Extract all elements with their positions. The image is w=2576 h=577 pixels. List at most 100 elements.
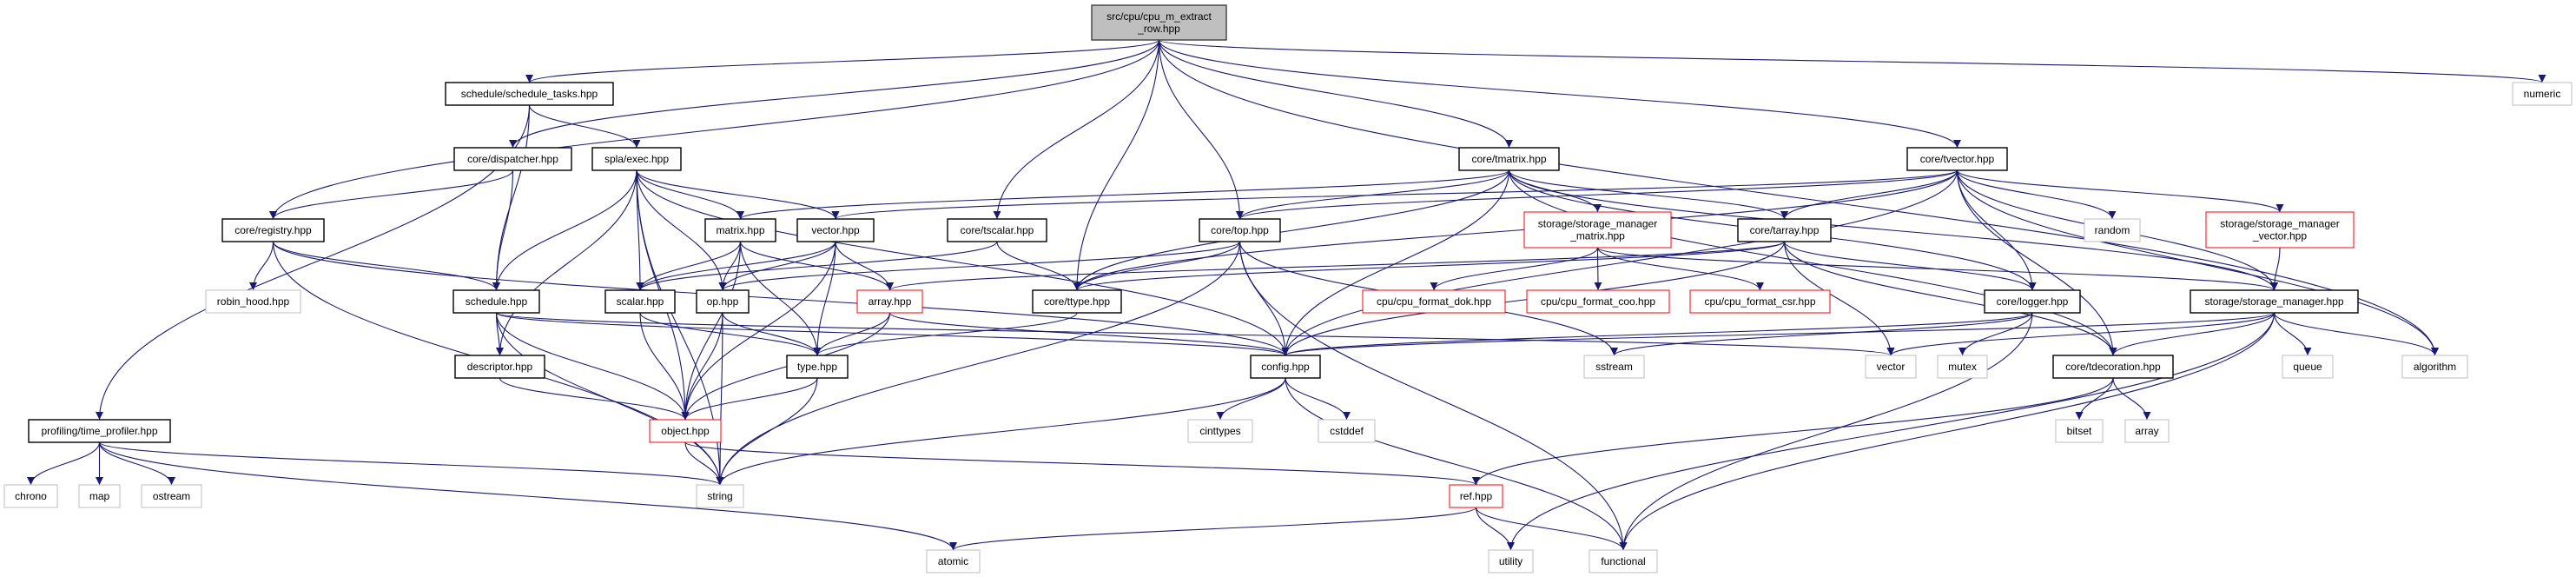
node-matrix[interactable]: matrix.hpp (704, 218, 776, 242)
node-label: cinttypes (1199, 425, 1240, 437)
node-label: utility (1499, 555, 1522, 567)
edge-tvector-to-ttype (1073, 169, 1958, 291)
node-logger[interactable]: core/logger.hpp (1984, 289, 2081, 314)
node-box (2052, 355, 2174, 379)
node-smv[interactable]: storage/storage_manager_vector.hpp (2205, 211, 2355, 249)
edge-top-to-string (716, 241, 1241, 486)
node-label: robin_hood.hpp (217, 295, 290, 308)
edge-tvector-to-top (1236, 169, 1958, 220)
node-tmatrix[interactable]: core/tmatrix.hpp (1458, 147, 1560, 171)
edge-tarray-to-tdec (1783, 241, 2117, 356)
node-tarray[interactable]: core/tarray.hpp (1737, 218, 1832, 242)
node-cstddef: cstddef (1318, 419, 1376, 443)
node-sm[interactable]: storage/storage_manager.hpp (2190, 289, 2359, 314)
node-tvector[interactable]: core/tvector.hpp (1906, 147, 2008, 171)
edge-object-to-ref (684, 441, 1480, 486)
edge-ttype-to-type (813, 312, 1078, 356)
node-label: core/dispatcher.hpp (467, 153, 558, 165)
node-label: schedule/schedule_tasks.hpp (461, 88, 598, 100)
node-scalar[interactable]: scalar.hpp (604, 289, 676, 314)
node-label: core/registry.hpp (234, 224, 312, 236)
edge-tvector-to-smv (1956, 169, 2284, 213)
node-label: map (89, 490, 110, 502)
node-box (452, 289, 540, 314)
edge-root-to-numeric (1158, 39, 2546, 83)
node-label: _matrix.hpp (1569, 230, 1625, 242)
node-box (2282, 355, 2334, 379)
edge-exec-to-matrix (636, 169, 744, 220)
node-config[interactable]: config.hpp (1250, 355, 1321, 379)
node-box (28, 419, 171, 443)
node-label: core/logger.hpp (1997, 295, 2069, 308)
node-box (1199, 218, 1281, 242)
edge-config-to-functional (1285, 377, 1628, 551)
node-top[interactable]: core/top.hpp (1199, 218, 1281, 242)
node-box (1937, 355, 1988, 379)
node-box (1984, 289, 2081, 314)
node-label: core/tarray.hpp (1750, 224, 1820, 236)
node-array[interactable]: array.hpp (856, 289, 923, 314)
node-label: numeric (2524, 88, 2561, 100)
node-sched[interactable]: schedule.hpp (452, 289, 540, 314)
edge-config-to-cstddef (1285, 377, 1351, 421)
node-disp[interactable]: core/dispatcher.hpp (453, 147, 572, 171)
edge-top-to-op (718, 241, 1241, 291)
node-box (1488, 549, 1534, 574)
node-label: ref.hpp (1460, 490, 1493, 502)
node-desc[interactable]: descriptor.hpp (454, 355, 545, 379)
node-label: cpu/cpu_format_coo.hpp (1541, 295, 1655, 308)
edge-tvector-to-tarray (1780, 169, 1958, 220)
node-tdec[interactable]: core/tdecoration.hpp (2052, 355, 2174, 379)
node-box (1737, 218, 1832, 242)
edge-tarray-to-logger (1783, 241, 2037, 291)
edge-smm-to-csr (1596, 247, 1764, 291)
node-label: random (2095, 224, 2130, 236)
edge-op-to-string (716, 312, 724, 486)
edge-ref-to-functional (1475, 507, 1628, 551)
node-label: op.hpp (707, 295, 739, 308)
node-object[interactable]: object.hpp (649, 419, 722, 443)
node-root[interactable]: src/cpu/cpu_m_extract_row.hpp (1091, 4, 1227, 41)
edge-type-to-object (681, 377, 818, 421)
edge-reg-to-robin (249, 241, 274, 291)
edge-type-to-string (716, 377, 818, 486)
nodes-layer: src/cpu/cpu_m_extract_row.hpp schedule/sc… (3, 4, 2573, 574)
node-label: core/tmatrix.hpp (1471, 153, 1546, 165)
node-box (221, 218, 325, 242)
edge-tarray-to-array (886, 241, 1786, 291)
node-label: _row.hpp (1137, 23, 1180, 35)
node-queue: queue (2282, 355, 2334, 379)
edge-tdec-to-bitset (2075, 377, 2114, 421)
node-dok[interactable]: cpu/cpu_format_dok.hpp (1362, 289, 1506, 314)
node-label: core/tvector.hpp (1920, 153, 1995, 165)
edge-scalar-to-object (639, 312, 690, 421)
node-box (696, 289, 750, 314)
node-label: scalar.hpp (617, 295, 664, 308)
edge-exec-to-sched (492, 169, 637, 291)
node-ref[interactable]: ref.hpp (1449, 484, 1503, 508)
node-coo[interactable]: cpu/cpu_format_coo.hpp (1526, 289, 1670, 314)
node-tscalar[interactable]: core/tscalar.hpp (947, 218, 1047, 242)
node-vectorh[interactable]: vector.hpp (796, 218, 875, 242)
node-ttype[interactable]: core/ttype.hpp (1032, 289, 1122, 314)
node-exec[interactable]: spla/exec.hpp (591, 147, 682, 171)
node-tp[interactable]: profiling/time_profiler.hpp (28, 419, 171, 443)
node-smm[interactable]: storage/storage_manager_matrix.hpp (1523, 211, 1672, 249)
node-type[interactable]: type.hpp (786, 355, 849, 379)
edge-sched-to-config (495, 312, 1290, 356)
node-box (1449, 484, 1503, 508)
node-label: cpu/cpu_format_csr.hpp (1704, 295, 1815, 308)
edge-tmatrix-to-matrix (736, 169, 1510, 220)
node-reg[interactable]: core/registry.hpp (221, 218, 325, 242)
node-label: type.hpp (797, 361, 837, 373)
node-string: string (696, 484, 744, 508)
edge-scalar-to-type (639, 312, 822, 356)
node-box (796, 218, 875, 242)
node-csr[interactable]: cpu/cpu_format_csr.hpp (1689, 289, 1831, 314)
node-st[interactable]: schedule/schedule_tasks.hpp (445, 82, 614, 106)
node-label: vector.hpp (811, 224, 860, 236)
node-label: _vector.hpp (2252, 230, 2307, 242)
node-box (78, 484, 121, 508)
node-op[interactable]: op.hpp (696, 289, 750, 314)
